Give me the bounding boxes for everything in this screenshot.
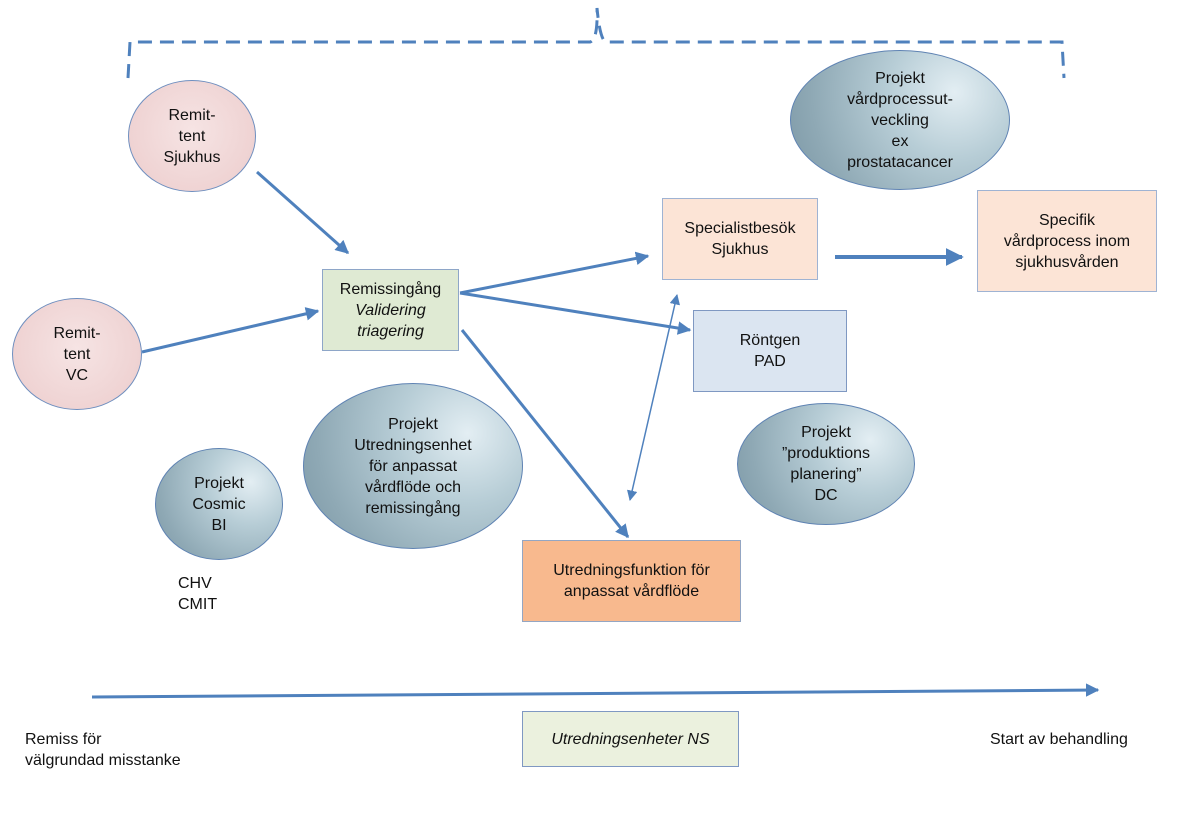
specifik-line-3: sjukhusvården [1015,253,1119,271]
remissingang-box: Remissingång Validering triagering [322,269,459,351]
projekt-cosmic-ellipse: Projekt Cosmic BI [155,448,283,560]
remittent-vc-circle: Remit- tent VC [12,298,142,410]
cosmic-owner-cmit: CMIT [178,596,218,613]
arrow-remissingang-to-specialist [459,251,650,295]
rontgen-line-2: PAD [754,353,786,370]
cosmic-owner-chv: CHV [178,575,212,592]
projekt-utredningsenhet-ellipse: Projekt Utredningsenhet för anpassat vår… [303,383,523,549]
rontgen-pad-box: Röntgen PAD [693,310,847,392]
projekt-vardprocess-line-4: ex [891,132,909,150]
arrow-sjukhus-to-remissingang [256,170,350,255]
remittent-sjukhus-circle: Remit- tent Sjukhus [128,80,256,192]
specifik-line-1: Specifik [1038,211,1096,229]
projekt-utredningsenhet-line-4: vårdflöde och [364,478,462,496]
remittent-sjukhus-line-1: Remit- [168,106,216,124]
remittent-sjukhus-line-2: tent [178,127,206,145]
projekt-vardprocess-line-3: veckling [871,111,929,129]
projekt-utredningsenhet-line-2: Utredningsenhet [354,436,472,454]
specialistbesok-line-1: Specialistbesök [684,220,796,237]
projekt-utredningsenhet-line-1: Projekt [388,415,438,433]
projekt-cosmic-line-3: BI [211,516,227,534]
utredningsfunktion-line-1: Utredningsfunktion för [553,562,710,579]
projekt-produktion-line-2: ”produktions [781,445,871,462]
projekt-produktionsplanering-ellipse: Projekt ”produktions planering” DC [737,403,915,525]
timeline-start-label: Remiss för välgrundad misstanke [25,729,181,771]
utredningsenheter-ns-box: Utredningsenheter NS [522,711,739,767]
projekt-produktion-line-4: DC [814,487,838,504]
projekt-utredningsenhet-line-5: remissingång [365,499,461,517]
remissingang-validering: Validering [355,301,426,319]
timeline-end-label: Start av behandling [990,729,1128,750]
projekt-produktion-line-1: Projekt [801,424,851,441]
arrow-specialist-utredning-bidirectional [626,293,681,502]
projekt-vardprocessutveckling-ellipse: Projekt vårdprocessut- veckling ex prost… [790,50,1010,190]
projekt-vardprocess-line-2: vårdprocessut- [847,90,953,108]
utredningsfunktion-line-2: anpassat vårdflöde [563,583,700,600]
remittent-vc-line-2: tent [63,345,91,363]
remittent-sjukhus-line-3: Sjukhus [163,148,221,166]
timeline-start-line-2: välgrundad misstanke [25,752,181,769]
projekt-vardprocess-line-1: Projekt [875,69,925,87]
specialistbesok-line-2: Sjukhus [711,241,769,258]
utredningsenheter-ns-label: Utredningsenheter NS [551,730,710,748]
projekt-utredningsenhet-line-3: för anpassat [368,457,458,475]
projekt-produktion-line-3: planering” [790,466,862,483]
timeline-start-line-1: Remiss för [25,731,102,748]
utredningsfunktion-box: Utredningsfunktion för anpassat vårdflöd… [522,540,741,622]
arrow-vc-to-remissingang [141,307,320,354]
remissingang-title: Remissingång [339,280,442,298]
timeline-arrow [91,683,1100,699]
specifik-vardprocess-box: Specifik vårdprocess inom sjukhusvården [977,190,1157,292]
specialistbesok-box: Specialistbesök Sjukhus [662,198,818,280]
projekt-cosmic-line-1: Projekt [194,474,244,492]
projekt-cosmic-line-2: Cosmic [192,495,246,513]
remittent-vc-line-3: VC [65,366,89,384]
projekt-vardprocess-line-5: prostatacancer [847,153,953,171]
rontgen-line-1: Röntgen [739,332,801,349]
cosmic-owners-note: CHV CMIT [178,573,217,615]
arrow-remissingang-to-rontgen [459,291,692,335]
remittent-vc-line-1: Remit- [53,324,101,342]
scope-bracket [126,7,1066,79]
remissingang-triagering: triagering [357,322,424,340]
specifik-line-2: vårdprocess inom [1003,232,1131,250]
arrow-remissingang-to-utredningsfunktion [460,329,630,539]
timeline-end-text: Start av behandling [990,731,1128,748]
